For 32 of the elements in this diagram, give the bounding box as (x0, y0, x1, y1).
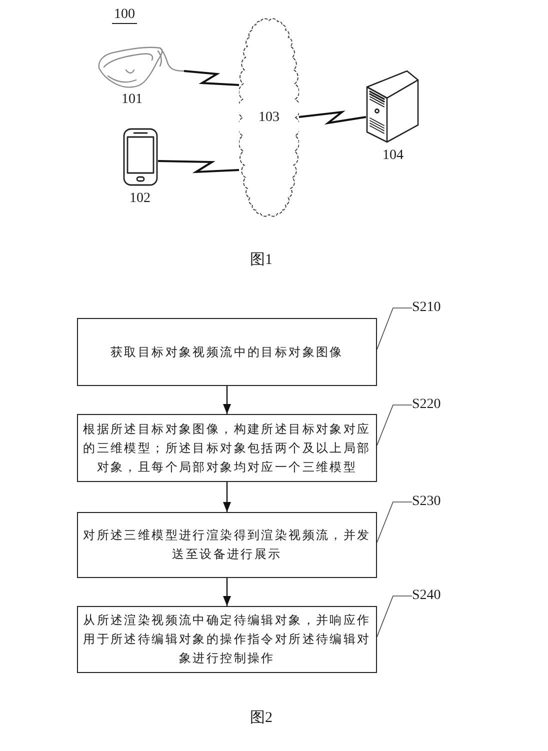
figure-caption: 图2 (250, 710, 272, 726)
wireless-link (184, 70, 240, 86)
step-description: 根据所述目标对象图像，构建所述目标对象对应的三维模型；所述目标对象包括两个及以上局部对象，且每个局部对象均对应一个三维模型 (82, 420, 372, 476)
leader-line (376, 502, 412, 543)
process-box (77, 512, 377, 578)
step-label: S240 (412, 589, 441, 603)
reference-number: 101 (122, 93, 142, 107)
leader-line (376, 596, 412, 638)
reference-number: 102 (130, 192, 150, 206)
reference-number: 103 (258, 110, 280, 124)
process-box (77, 606, 377, 673)
step-label: S210 (412, 301, 441, 315)
network-cloud (239, 17, 299, 218)
wireless-link (158, 160, 240, 174)
mobile-phone-drawing (123, 128, 158, 186)
wireless-link (298, 110, 366, 125)
flow-arrow (223, 578, 231, 606)
leader-line (376, 404, 412, 446)
figure-caption: 图1 (250, 252, 272, 268)
step-description: 获取目标对象视频流中的目标对象图像 (110, 344, 344, 360)
step-label: S230 (412, 495, 441, 509)
reference-number: 100 (112, 8, 137, 24)
flow-arrow (223, 482, 231, 512)
process-box (77, 414, 377, 482)
step-description: 从所述渲染视频流中确定待编辑对象，并响应作用于所述待编辑对象的操作指令对所述待编辑对象进行控制操作 (82, 612, 372, 667)
server-tower-drawing (366, 70, 419, 143)
step-description: 对所述三维模型进行渲染得到渲染视频流，并发送至设备进行展示 (82, 527, 372, 563)
process-box (77, 318, 377, 386)
reference-number: 104 (382, 149, 404, 163)
step-label: S220 (412, 398, 441, 412)
leader-line (376, 308, 412, 350)
flow-arrow (223, 386, 231, 414)
